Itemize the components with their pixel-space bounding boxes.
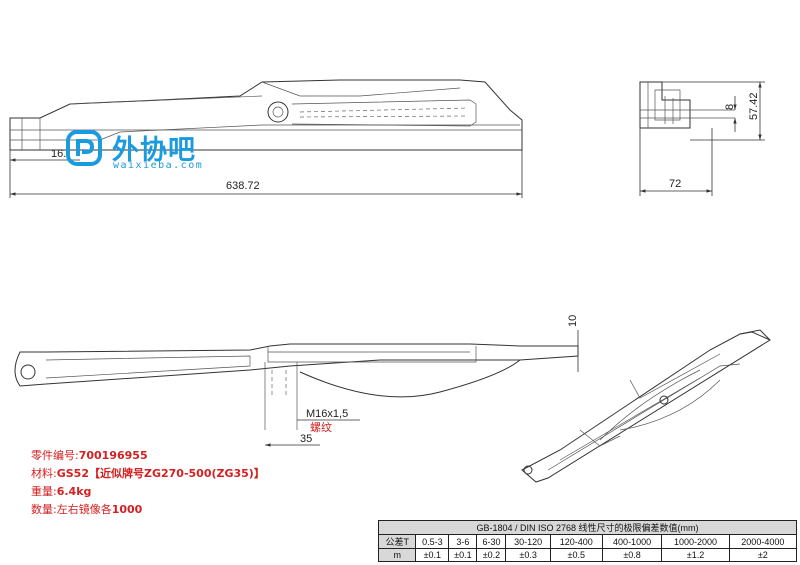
front-view: 10 M16x1,5 螺纹 35 — [14, 315, 579, 447]
part-info: 零件编号:700196955 材料:GS52【近似牌号ZG270-500(ZG3… — [31, 447, 361, 519]
material-row: 材料:GS52【近似牌号ZG270-500(ZG35)】 — [31, 467, 265, 480]
end-view: 72 8 57.42 — [639, 81, 765, 196]
logo-domain: waixieba.com — [113, 160, 204, 171]
tolerance-value-row: m ±0.1 ±0.1 ±0.2 ±0.3 ±0.5 ±0.8 ±1.2 ±2 — [377, 548, 798, 562]
thread-label: 螺纹 — [310, 420, 332, 434]
thickness-dim: 8 — [724, 104, 736, 110]
tolerance-row1-label: 公差T — [377, 534, 417, 549]
height-dim: 57.42 — [748, 92, 760, 120]
part-no: 700196955 — [78, 449, 148, 462]
isometric-view — [521, 329, 771, 483]
logo-name: 外协吧 — [112, 135, 196, 166]
qty-row: 数量:左右镜像各1000 — [31, 503, 143, 516]
part-no-row: 零件编号:700196955 — [31, 449, 148, 462]
tolerance-range-row: 公差T 0.5-3 3-6 6-30 30-120 120-400 400-10… — [377, 534, 798, 549]
tolerance-table: GB-1804 / DIN ISO 2768 线性尺寸的极限偏差数值(mm) 公… — [377, 520, 798, 562]
tolerance-row2-label: m — [377, 548, 417, 562]
weight: 6.4kg — [56, 485, 92, 498]
top-view: 638.72 16. 72 8 57.42 — [9, 79, 765, 198]
top-view-slot — [291, 99, 477, 127]
front-view-eye — [20, 364, 36, 380]
front-view-blade — [299, 359, 521, 398]
thread-depth-dim: 35 — [300, 433, 312, 445]
end-width-dim: 72 — [669, 178, 681, 190]
logo-icon — [66, 130, 102, 166]
overall-length-dim: 638.72 — [226, 180, 260, 192]
weight-row: 重量:6.4kg — [31, 485, 92, 498]
front-view-outline — [14, 343, 579, 387]
material: GS52【近似牌号ZG270-500(ZG35)】 — [56, 467, 265, 480]
iso-eye — [523, 465, 533, 475]
top-view-bolt — [267, 101, 289, 123]
logo: 外协吧 waixieba.com — [66, 128, 216, 178]
iso-bolt — [659, 395, 669, 405]
partial-left-dim: 16. — [51, 148, 66, 160]
tolerance-title: GB-1804 / DIN ISO 2768 线性尺寸的极限偏差数值(mm) — [378, 520, 797, 535]
qty: 1000 — [111, 503, 143, 516]
thread-size: M16x1,5 — [306, 408, 348, 420]
plate-dim: 10 — [567, 315, 579, 327]
